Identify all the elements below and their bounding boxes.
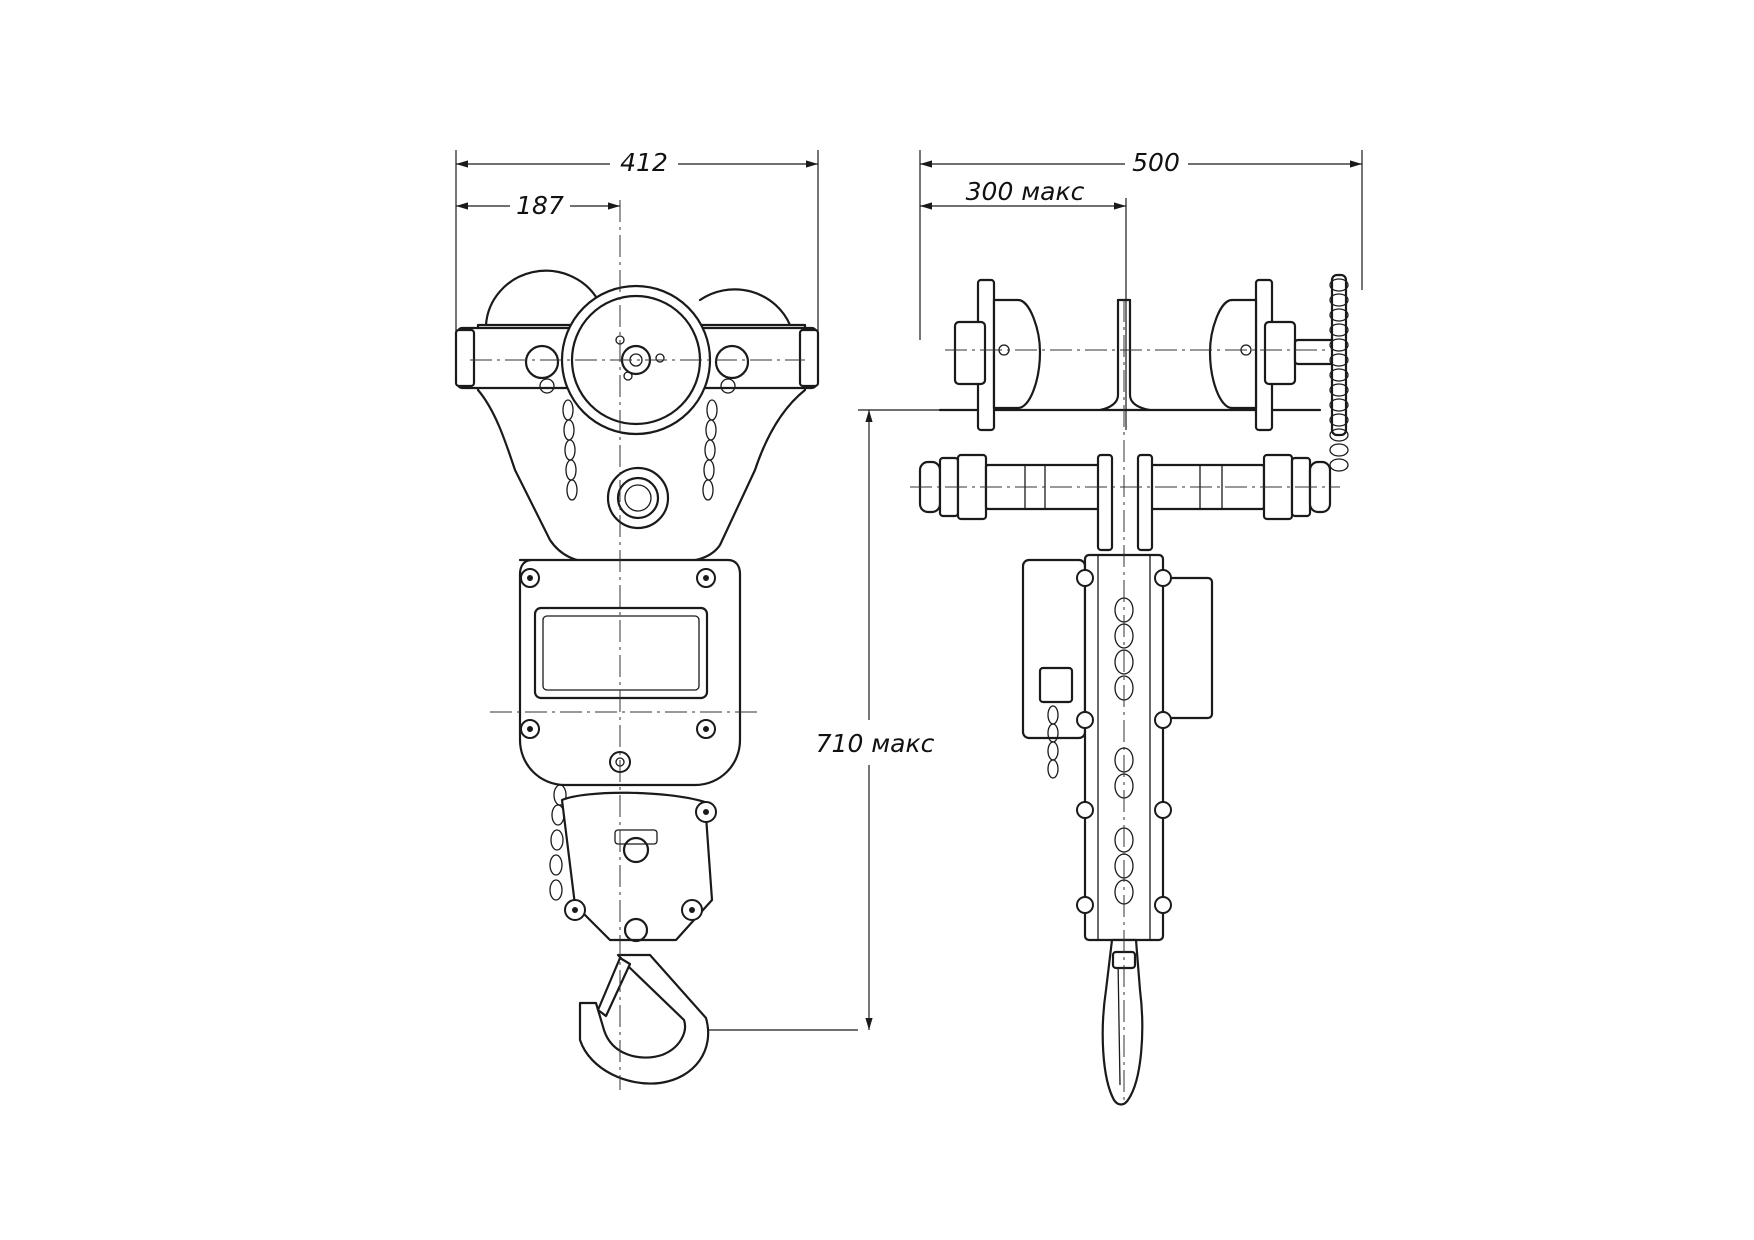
left-wheel [992, 298, 1042, 410]
axle-end-right [798, 328, 820, 388]
load-hook [578, 953, 710, 1085]
right-axle-boss [714, 344, 750, 380]
dimension-500-label: 500 [1132, 148, 1180, 177]
dimension-187: 187 [456, 191, 620, 220]
dimension-500: 500 [919, 148, 1363, 340]
suspension-pin [606, 466, 670, 530]
side-gear-housing [1021, 558, 1087, 740]
side-cross-shaft [918, 453, 1332, 521]
dimension-710-label: 710 макс [816, 729, 935, 758]
side-bolt [1154, 569, 1172, 587]
nameplate [533, 606, 709, 700]
dimension-412-label: 412 [620, 148, 668, 177]
hanger-plate-left [1096, 453, 1114, 552]
left-axle-boss [524, 344, 560, 380]
side-brake-housing [1160, 576, 1214, 720]
side-bolt [1076, 896, 1094, 914]
right-wheel [1208, 298, 1258, 410]
side-bolt [1076, 569, 1094, 587]
dimension-412: 412 [455, 148, 819, 350]
side-bolt [1154, 896, 1172, 914]
right-trolley-wheel [698, 288, 792, 327]
dimension-187-label: 187 [516, 191, 564, 220]
hook-block [560, 791, 714, 942]
dimension-300-label: 300 макс [966, 177, 1085, 206]
side-bolt [1076, 801, 1094, 819]
dimension-710-max: 710 макс [700, 409, 960, 1031]
side-hand-chain-drop [1038, 666, 1074, 779]
side-bolt [1076, 711, 1094, 729]
front-view [454, 269, 820, 1085]
side-hand-chain [1329, 278, 1349, 472]
side-hook [1101, 938, 1144, 1106]
axle-end-left [454, 328, 476, 388]
hook-safety-latch [596, 956, 632, 1018]
hanger-plate-right [1136, 453, 1154, 552]
side-bolt [1154, 801, 1172, 819]
center-lines [470, 200, 1340, 1100]
side-bolt [1154, 711, 1172, 729]
left-wheel-hub [953, 320, 987, 386]
left-trolley-wheel [484, 269, 600, 327]
front-load-chain [549, 784, 567, 901]
side-view [918, 273, 1349, 1106]
right-wheel-hub [1263, 320, 1297, 386]
left-hand-chain [562, 399, 578, 501]
hand-chain-shaft [1293, 338, 1337, 366]
right-hand-chain [702, 399, 718, 501]
dimension-300-max: 300 макс [920, 176, 1127, 430]
